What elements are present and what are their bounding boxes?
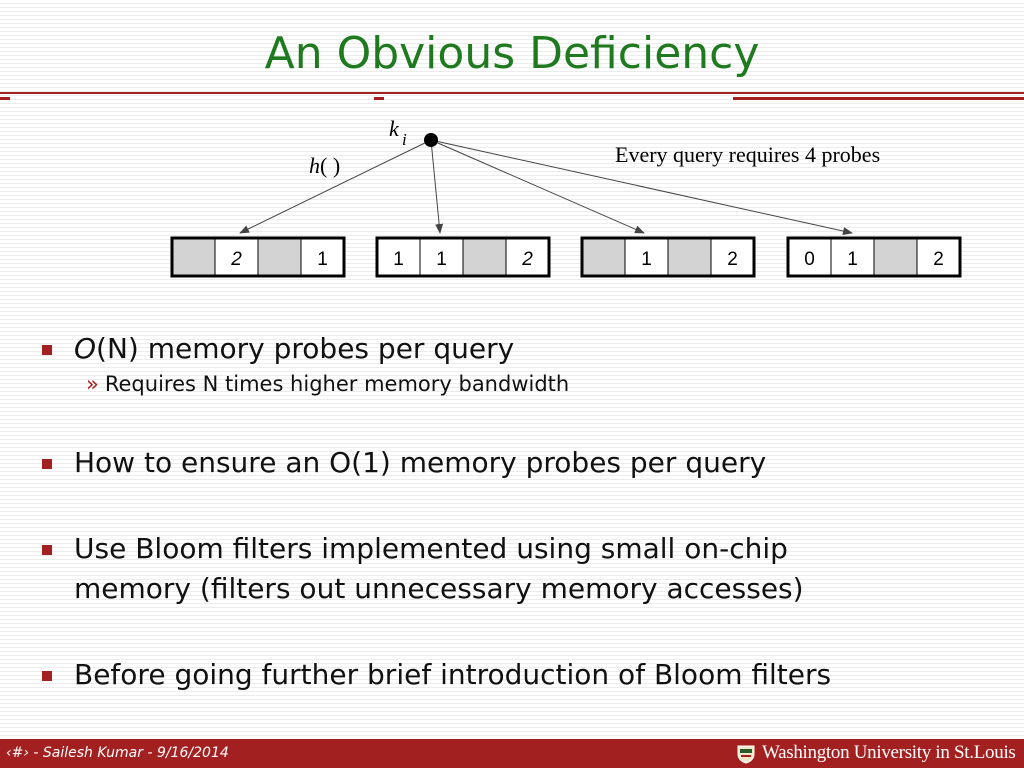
footer-bar: ‹#› - Sailesh Kumar - 9/16/2014 Washingt…: [0, 739, 1024, 768]
table-cell: [171, 237, 216, 277]
divider-accent-left: [0, 97, 10, 100]
table-cell-value: 2: [933, 249, 944, 270]
key-subscript: i: [402, 130, 407, 149]
key-node: [424, 133, 438, 147]
university-name: Washington University in St.Louis: [762, 742, 1016, 763]
memory-table-2: 1 1 2: [375, 236, 551, 278]
table-cell-value: 2: [727, 249, 738, 270]
footer-author-date: - Sailesh Kumar - 9/16/2014: [28, 745, 229, 761]
slide-number: ‹#›: [6, 745, 29, 761]
bullet-1-text: (N) memory probes per query: [96, 332, 515, 365]
table-cell: [873, 237, 918, 277]
divider-accent-right: [733, 97, 1024, 100]
table-border: [170, 236, 346, 278]
hash-arrow-3: [430, 139, 645, 234]
bullet-marker: [42, 545, 52, 555]
bullet-3-text-2: memory (filters out unnecessary memory a…: [74, 572, 804, 605]
sub-bullet-marker: »: [86, 372, 99, 396]
bullet-1-prefix: O: [74, 332, 97, 365]
table-cell-value: 1: [436, 249, 447, 270]
table-border: [580, 236, 756, 278]
bullet-4-text: Before going further brief introduction …: [74, 658, 832, 691]
table-cell: [257, 237, 302, 277]
table-cell-value: 1: [317, 249, 328, 270]
table-cell: [667, 237, 712, 277]
bullet-marker: [42, 345, 52, 355]
probe-note: Every query requires 4 probes: [615, 142, 880, 167]
bullet-2-text: How to ensure an O(1) memory probes per …: [74, 446, 767, 479]
table-cell-value: 1: [847, 249, 858, 270]
table-border: [786, 236, 962, 278]
table-cell: [462, 237, 507, 277]
sub-bullet-1-text: Requires N times higher memory bandwidth: [104, 372, 570, 396]
hash-arrow-1: [239, 139, 432, 234]
sub-bullet-1: »Requires N times higher memory bandwidt…: [86, 372, 569, 396]
table-cell-value: 2: [230, 249, 242, 270]
table-cell: [581, 237, 626, 277]
hash-function-label: h( ): [309, 153, 340, 178]
bullet-marker: [42, 671, 52, 681]
divider-accent-mid: [374, 97, 384, 100]
bullet-marker: [42, 459, 52, 469]
table-cell-value: 1: [641, 249, 652, 270]
hash-arrow-4: [430, 139, 853, 235]
title-divider: [0, 92, 1024, 94]
hash-arrows: [239, 139, 853, 235]
hash-arrow-2: [430, 139, 444, 234]
university-shield-icon: [737, 745, 755, 764]
memory-table-4: 0 1 2: [786, 236, 962, 278]
table-cell-value: 1: [393, 249, 404, 270]
key-label: k: [389, 116, 400, 141]
table-cell-value: 2: [521, 249, 533, 270]
slide-title: An Obvious Deficiency: [264, 28, 760, 79]
footer-text: ‹#› - Sailesh Kumar - 9/16/2014: [6, 745, 229, 761]
bullet-3-text: Use Bloom filters implemented using smal…: [74, 532, 788, 565]
table-cell: [916, 237, 961, 277]
hash-probe-diagram: k i h( ) Every query requires 4 probes 2…: [170, 116, 962, 278]
table-cell-value: 0: [804, 249, 815, 270]
table-border: [375, 236, 551, 278]
